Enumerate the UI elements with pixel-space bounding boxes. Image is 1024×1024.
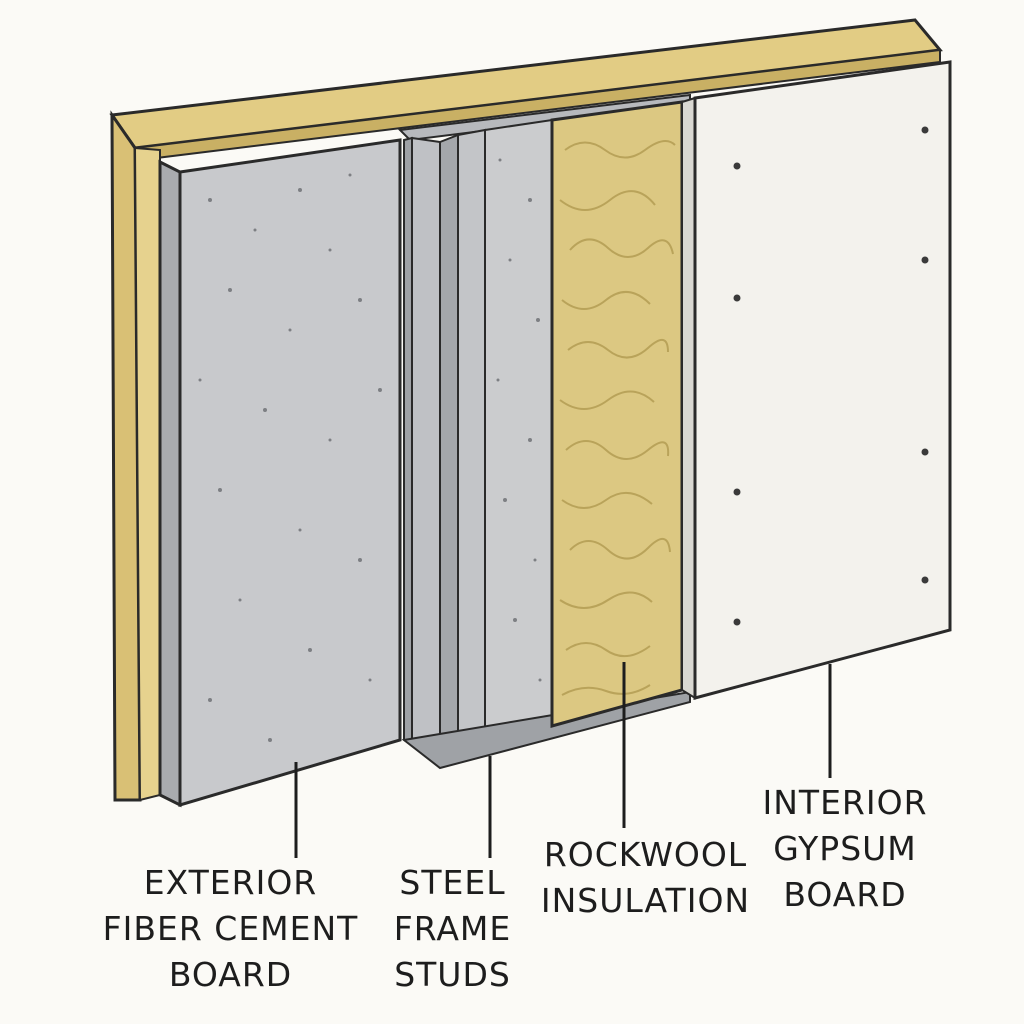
steel-stud-flange-mid xyxy=(439,133,459,767)
steel-frame-sheathing xyxy=(484,118,553,742)
exterior-fiber-cement-label: EXTERIOR FIBER CEMENT BOARD xyxy=(98,860,363,998)
steel-label-line-2: FRAME xyxy=(393,909,512,948)
steel-stud-web-inner xyxy=(457,128,486,754)
interior-gypsum-label: INTERIOR GYPSUM BOARD xyxy=(755,780,935,918)
exterior-label-line-2: FIBER CEMENT xyxy=(102,909,359,948)
rockwool-insulation-label: ROCKWOOL INSULATION xyxy=(533,832,758,924)
fiber-cement-speckles xyxy=(198,173,382,742)
gypsum-screw-dots xyxy=(733,126,929,626)
rockwool-label-line-2: INSULATION xyxy=(540,881,751,920)
steel-stud-flange-left xyxy=(403,136,413,747)
steel-label-line-3: STUDS xyxy=(394,955,511,994)
exterior-label-line-3: BOARD xyxy=(168,955,293,994)
gypsum-board-edge xyxy=(681,96,696,700)
steel-stud-web-outer xyxy=(411,136,441,767)
steel-frame-studs-label: STEEL FRAME STUDS xyxy=(385,860,520,998)
steel-sheathing-speckles xyxy=(496,158,542,682)
fiber-cement-board xyxy=(178,138,402,808)
gypsum-label-line-3: BOARD xyxy=(783,875,907,914)
gypsum-label-line-2: GYPSUM xyxy=(773,829,917,868)
timber-left-stud-face xyxy=(133,146,161,802)
rockwool-fibres xyxy=(559,140,676,696)
gypsum-label-line-1: INTERIOR xyxy=(762,783,928,822)
exterior-label-line-1: EXTERIOR xyxy=(143,863,318,902)
steel-label-line-1: STEEL xyxy=(399,863,506,902)
fiber-cement-edge xyxy=(158,159,182,808)
gypsum-board xyxy=(693,60,952,700)
rockwool-label-line-1: ROCKWOOL xyxy=(543,835,748,874)
